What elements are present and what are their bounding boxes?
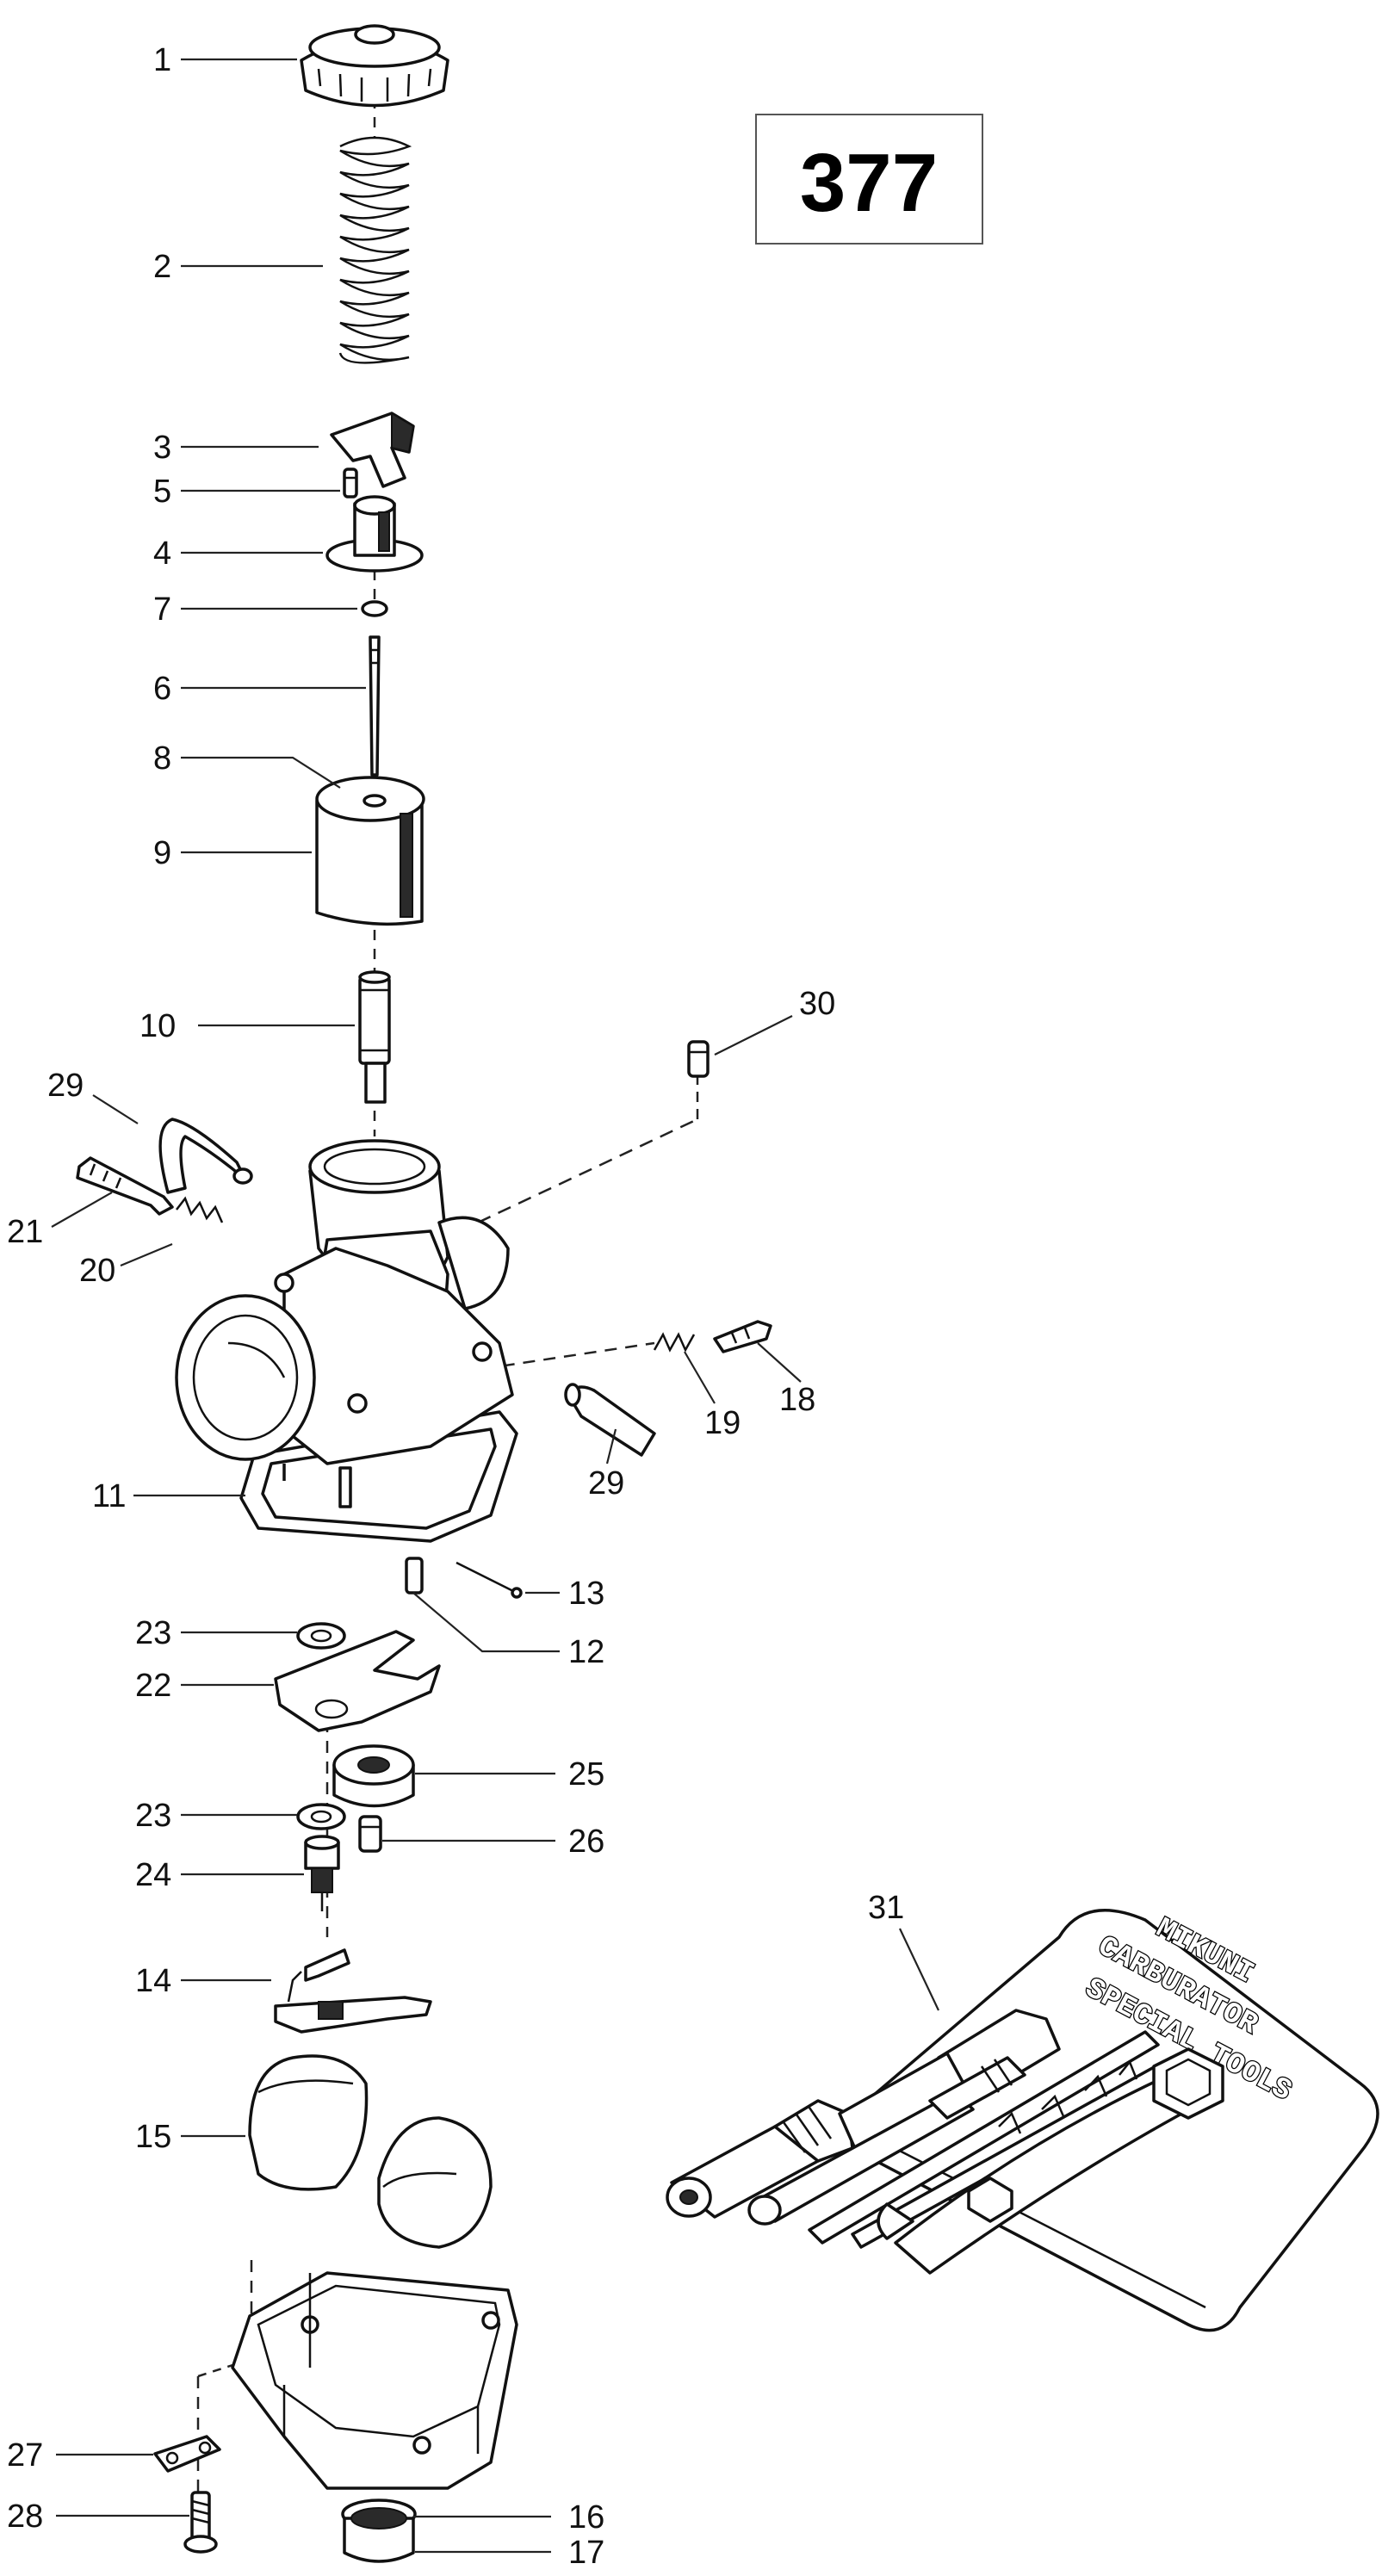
callout-16: 16 [568, 2499, 604, 2536]
part-18-air-screw [713, 1320, 772, 1353]
part-12-jet [405, 1557, 424, 1595]
callout-4: 4 [153, 536, 171, 572]
callout-3: 3 [153, 430, 171, 466]
part-23-washer-lower [296, 1803, 346, 1830]
part-4-needle-holder [325, 495, 424, 573]
callout-11: 11 [92, 1478, 126, 1514]
part-17-plug [343, 2507, 415, 2563]
callout-30: 30 [799, 986, 835, 1022]
part-24-needle-valve [304, 1835, 340, 1911]
part-10-needle-jet [358, 970, 391, 1104]
callout-27: 27 [7, 2437, 43, 2474]
part-27-bracket [153, 2435, 221, 2473]
part-30-plug [687, 1040, 710, 1078]
part-9-throttle-slide [315, 776, 425, 926]
callout-20: 20 [79, 1253, 115, 1289]
part-19-spring [653, 1332, 696, 1353]
callout-29b: 29 [588, 1465, 624, 1502]
callout-18: 18 [779, 1382, 815, 1418]
callout-24: 24 [135, 1857, 171, 1893]
callout-25: 25 [568, 1756, 604, 1793]
callout-13: 13 [568, 1576, 604, 1612]
part-13-pin [456, 1561, 523, 1599]
part-31-tool-kit: MIKUNI CARBURATOR SPECIAL TOOLS [666, 1909, 1379, 2332]
part-25-seat [332, 1744, 415, 1808]
part-29-hose-lower [564, 1383, 656, 1457]
part-14-float-arm [274, 1948, 432, 2034]
callout-10: 10 [139, 1008, 176, 1044]
callout-14: 14 [135, 1963, 171, 1999]
callout-9: 9 [153, 835, 171, 871]
part-21-idle-screw [76, 1156, 174, 1216]
callout-12: 12 [568, 1634, 604, 1670]
callout-29a: 29 [47, 1068, 84, 1104]
part-11-carburetor-body [175, 1139, 518, 1543]
part-7-e-clip [361, 600, 388, 617]
callout-15: 15 [135, 2119, 171, 2155]
callout-6: 6 [153, 671, 171, 707]
part-23-washer-upper [296, 1622, 346, 1650]
callout-23b: 23 [135, 1798, 171, 1834]
part-22-plate [274, 1630, 441, 1732]
callout-5: 5 [153, 474, 171, 510]
part-6-needle [369, 635, 381, 777]
part-2-spring [338, 136, 412, 364]
leader-lines [51, 58, 939, 2554]
part-26-jet [358, 1815, 382, 1853]
callout-28: 28 [7, 2499, 43, 2535]
part-3-clip-plate [330, 412, 415, 488]
part-28-bolt [183, 2491, 218, 2554]
callout-26: 26 [568, 1824, 604, 1860]
callout-labels: 1 2 3 5 4 7 6 8 9 10 30 29 21 20 18 19 2… [7, 42, 904, 2571]
part-1-cap [300, 24, 449, 108]
callout-22: 22 [135, 1668, 171, 1704]
part-5-screw [343, 468, 358, 498]
callout-8: 8 [153, 740, 171, 777]
callout-7: 7 [153, 591, 171, 628]
reference-box: 377 [755, 114, 983, 245]
callout-23a: 23 [135, 1615, 171, 1651]
part-29-hose-upper [158, 1118, 253, 1194]
reference-number: 377 [800, 137, 938, 229]
part-15-floats [248, 2054, 493, 2249]
part-float-bowl [231, 2271, 518, 2490]
callout-17: 17 [568, 2535, 604, 2571]
callout-1: 1 [153, 42, 171, 78]
callout-19: 19 [704, 1405, 741, 1441]
callout-21: 21 [7, 1214, 43, 1250]
callout-2: 2 [153, 249, 171, 285]
part-20-spring [176, 1196, 224, 1223]
callout-31: 31 [868, 1890, 904, 1926]
